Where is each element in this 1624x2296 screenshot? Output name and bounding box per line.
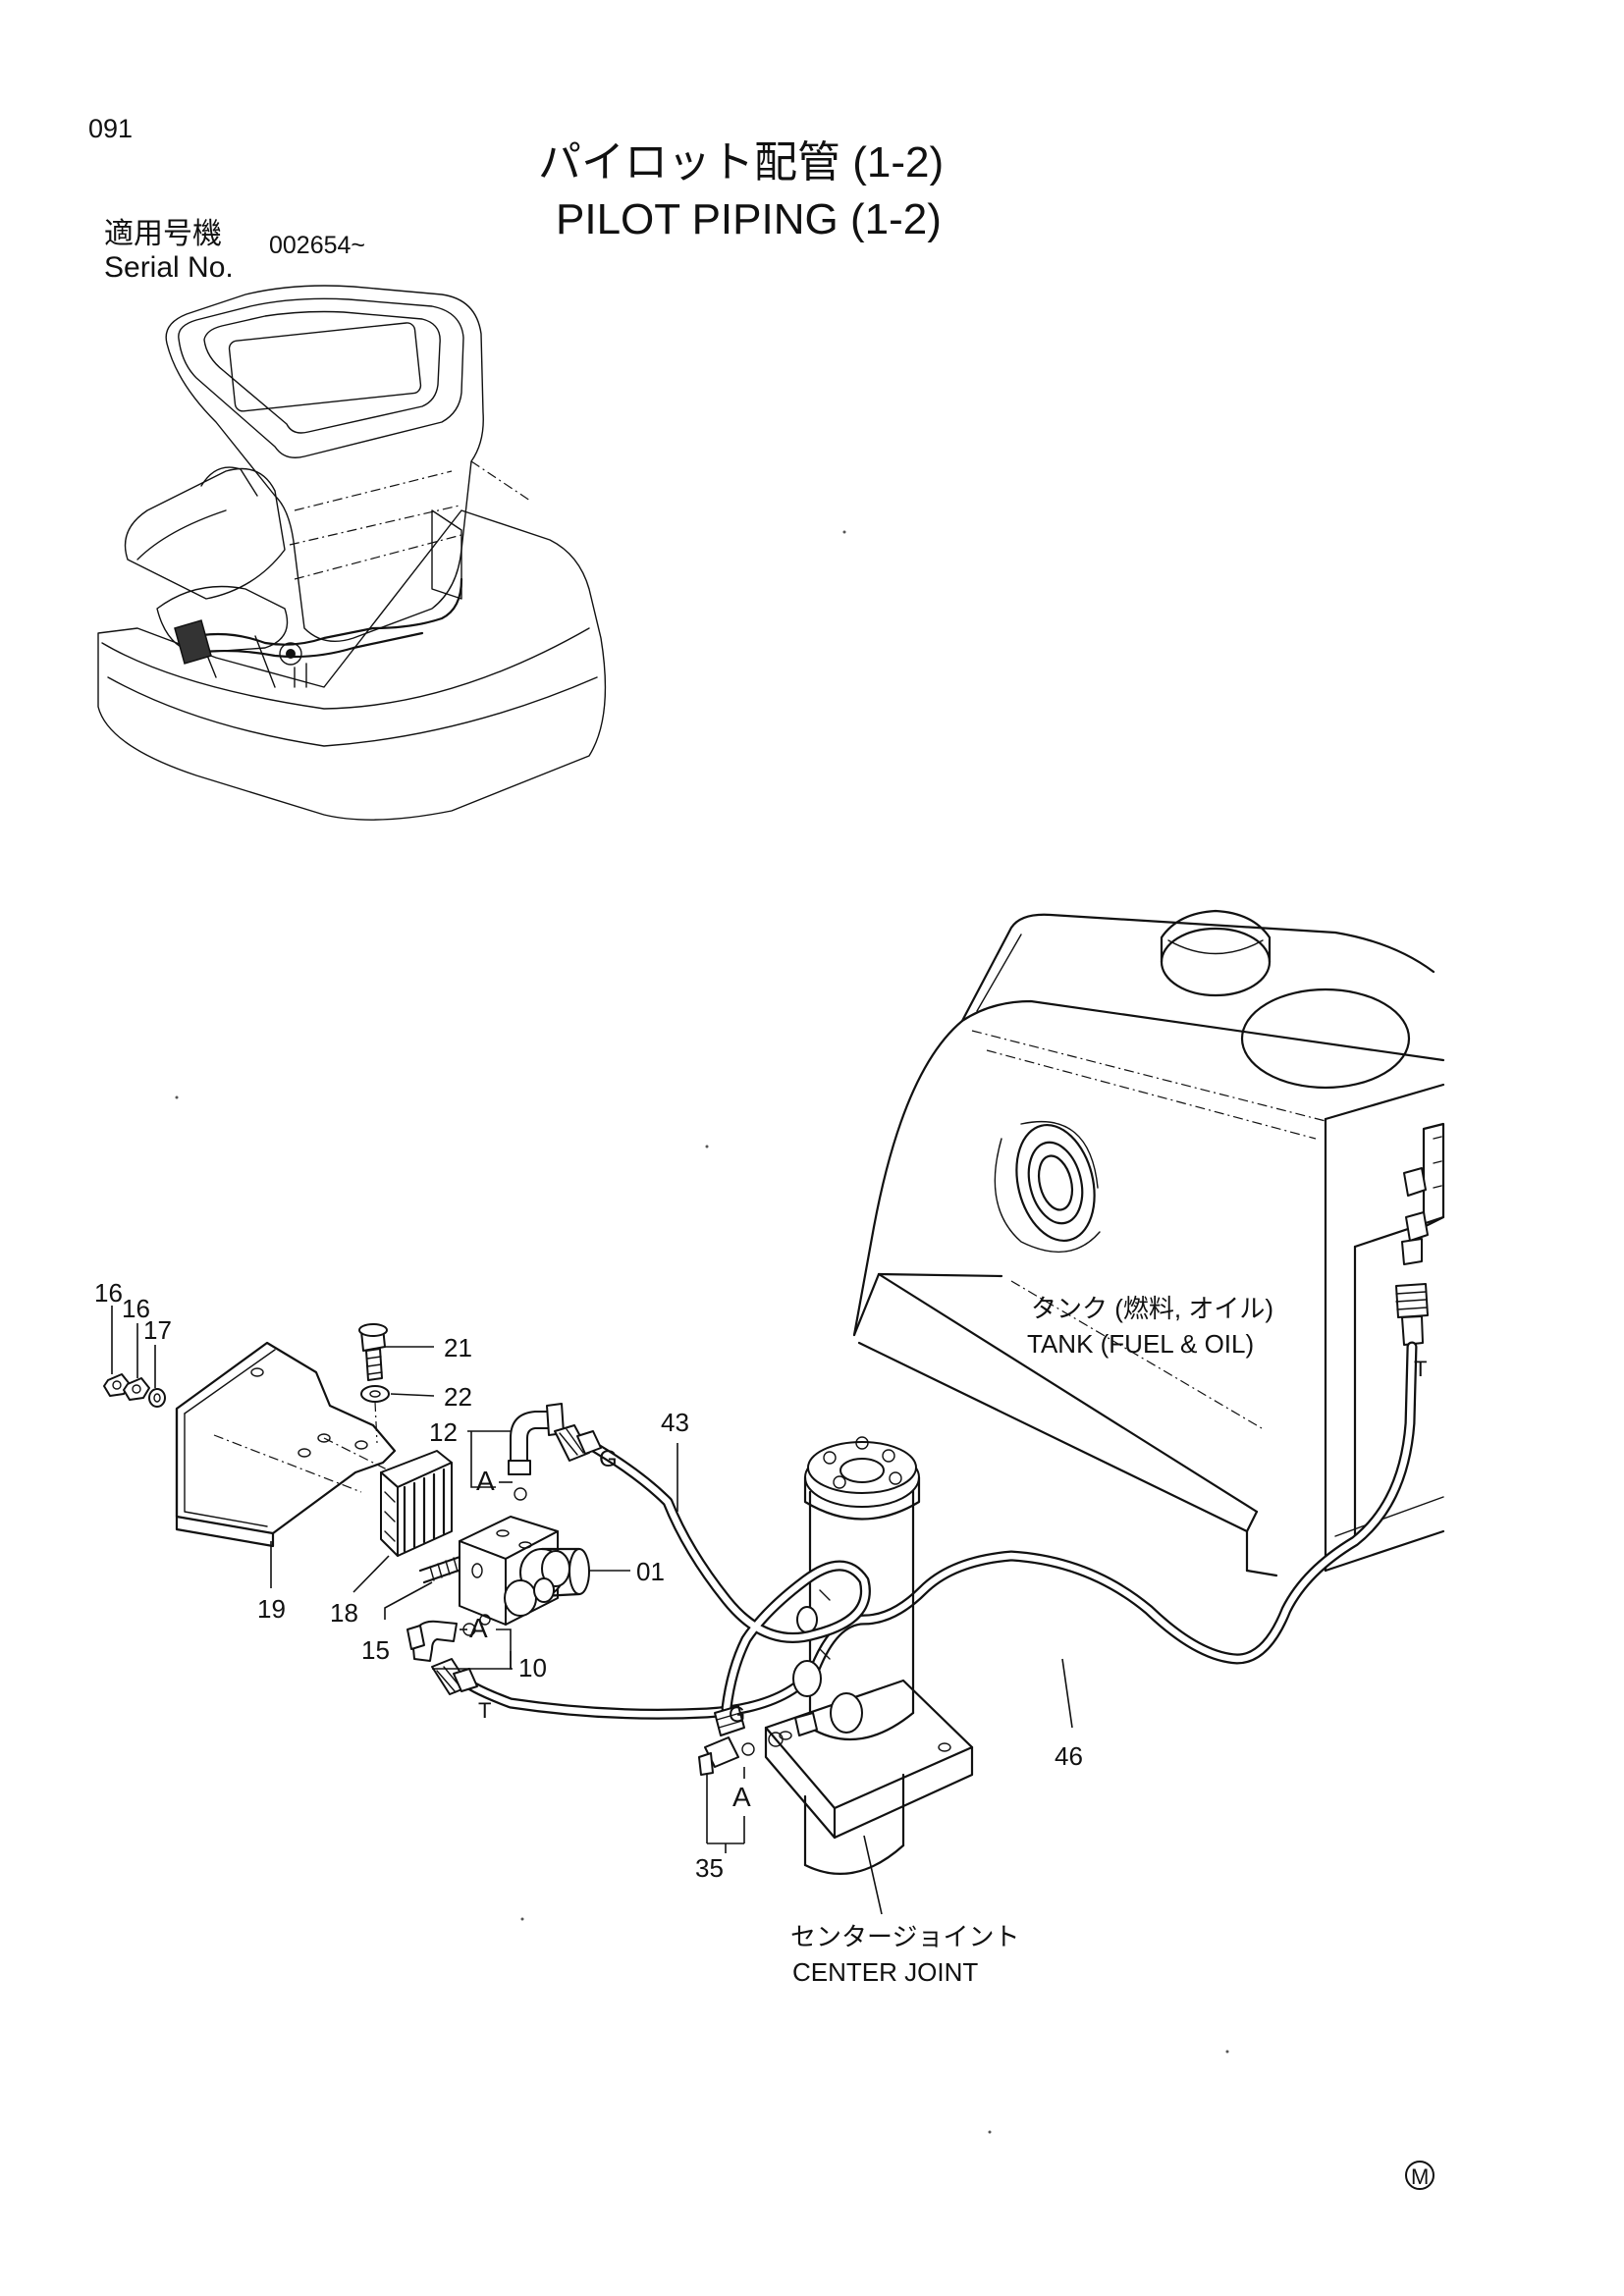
- port-a-label-3: A: [732, 1782, 751, 1812]
- callout-16-a: 16: [94, 1278, 123, 1308]
- fitting-10: [406, 1614, 491, 1662]
- callout-01: 01: [636, 1557, 665, 1586]
- serial-label-japanese: 適用号機: [104, 218, 222, 250]
- callout-21: 21: [444, 1333, 472, 1362]
- callout-12: 12: [429, 1417, 458, 1447]
- callout-35: 35: [695, 1853, 724, 1883]
- center-joint: [764, 1436, 974, 1876]
- hose-46-fitting-t: [431, 1658, 478, 1695]
- overview-machine-sketch: [97, 285, 607, 821]
- callout-18: 18: [330, 1598, 358, 1628]
- callout-43: 43: [661, 1408, 689, 1437]
- footer-mark: M: [1405, 2161, 1435, 2190]
- serial-label-english: Serial No.: [104, 251, 234, 284]
- hose-43-fitting-g: [554, 1424, 602, 1462]
- serial-value: 002654~: [269, 232, 365, 259]
- title-english: PILOT PIPING (1-2): [556, 195, 942, 243]
- page-number: 091: [88, 114, 133, 143]
- callout-22: 22: [444, 1382, 472, 1412]
- fitting-35: [698, 1705, 818, 1776]
- callout-10: 10: [518, 1653, 547, 1682]
- tank-label-japanese: タンク (燃料, オイル): [1031, 1294, 1273, 1323]
- tank-fuel-oil: [852, 909, 1445, 1577]
- tank-label-english: TANK (FUEL & OIL): [1027, 1329, 1254, 1359]
- washer-22: [360, 1385, 390, 1403]
- callout-19: 19: [257, 1594, 286, 1624]
- port-t-label-1: T: [478, 1698, 491, 1723]
- bracket-19: [175, 1341, 433, 1548]
- title-japanese: パイロット配管 (1-2): [538, 138, 944, 187]
- port-a-label-1: A: [476, 1466, 495, 1496]
- callout-15: 15: [361, 1635, 390, 1665]
- hose-46: [456, 1341, 1418, 1720]
- port-g-label-2: G: [729, 1702, 745, 1727]
- center-joint-label-japanese: センタージョイント: [790, 1922, 1019, 1951]
- port-g-label-1: G: [599, 1446, 618, 1472]
- footer-mark-letter: M: [1411, 2164, 1429, 2189]
- callout-17: 17: [143, 1315, 172, 1345]
- center-joint-leader: [863, 1835, 883, 1915]
- port-t-label-2: T: [1414, 1357, 1427, 1381]
- port-a-label-2: A: [469, 1613, 488, 1643]
- callout-46: 46: [1055, 1741, 1083, 1771]
- block-18: [380, 1450, 453, 1557]
- bolt-21: [358, 1323, 388, 1381]
- nuts-16-washer-17: [103, 1373, 166, 1408]
- callout-16-b: 16: [122, 1294, 150, 1323]
- valve-01: [459, 1516, 590, 1626]
- callouts: 16 16 17 21 22 12 A 43 G 01 19 18: [94, 1278, 1427, 1883]
- scan-specks: [175, 530, 1229, 2134]
- elbow-fitting-12: [508, 1403, 565, 1501]
- hose-43: [581, 1437, 871, 1714]
- center-joint-label-english: CENTER JOINT: [792, 1957, 978, 1987]
